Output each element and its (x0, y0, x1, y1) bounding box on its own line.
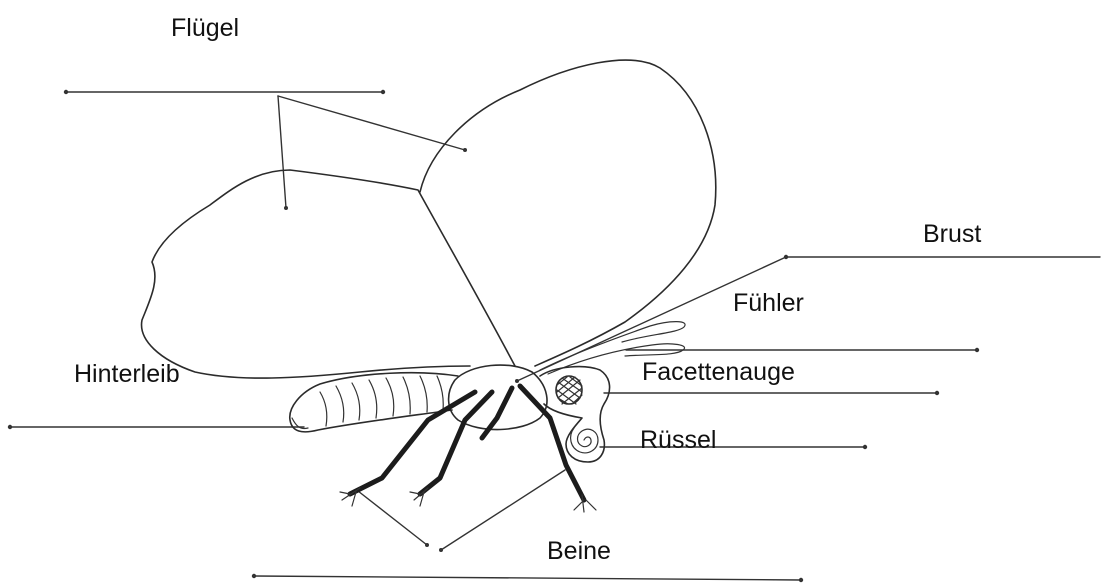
leg-2 (420, 392, 492, 494)
line-end-dot (975, 348, 979, 352)
label-fuehler: Fühler (733, 291, 804, 316)
proboscis-spiral (571, 428, 598, 453)
line-end-dot (799, 578, 803, 582)
line-end-dot (64, 90, 68, 94)
leg-1-foot (340, 488, 360, 506)
abdomen-segment (403, 377, 410, 414)
abdomen-segment (420, 376, 427, 412)
abdomen (290, 373, 458, 432)
compound-eye (556, 376, 582, 404)
pointer-dot (425, 543, 429, 547)
label-facettenauge: Facettenauge (642, 360, 795, 385)
pointer-beine-left (358, 491, 427, 545)
pointer-dot (463, 148, 467, 152)
answer-lines (8, 90, 1100, 582)
label-brust: Brust (923, 222, 981, 247)
wings (142, 60, 716, 378)
head (540, 367, 610, 462)
leg-2-foot (410, 488, 428, 506)
abdomen-segment (437, 376, 443, 410)
pointer-dot (284, 206, 288, 210)
pointer-dot (515, 379, 519, 383)
wing-back (420, 60, 716, 366)
label-beine: Beine (547, 539, 611, 564)
legs (340, 386, 596, 512)
label-ruessel: Rüssel (640, 428, 716, 453)
abdomen-segment (352, 383, 360, 420)
abdomen-segment (386, 378, 394, 416)
wing-front (142, 170, 515, 378)
pointer-fluegel-back (278, 96, 465, 150)
label-fluegel: Flügel (171, 16, 239, 41)
answer-line-beine (254, 576, 801, 580)
label-hinterleib: Hinterleib (74, 362, 180, 387)
pointer-dot (439, 548, 443, 552)
abdomen-segment (336, 386, 344, 422)
line-end-dot (8, 425, 12, 429)
line-end-dot (863, 445, 867, 449)
pointer-fluegel-front (278, 96, 286, 208)
line-end-dot (381, 90, 385, 94)
abdomen-segment (320, 392, 327, 426)
line-end-dot (252, 574, 256, 578)
line-end-dot (935, 391, 939, 395)
pointer-lines (278, 96, 786, 552)
abdomen-outline (290, 373, 458, 432)
abdomen-segment (369, 380, 377, 418)
